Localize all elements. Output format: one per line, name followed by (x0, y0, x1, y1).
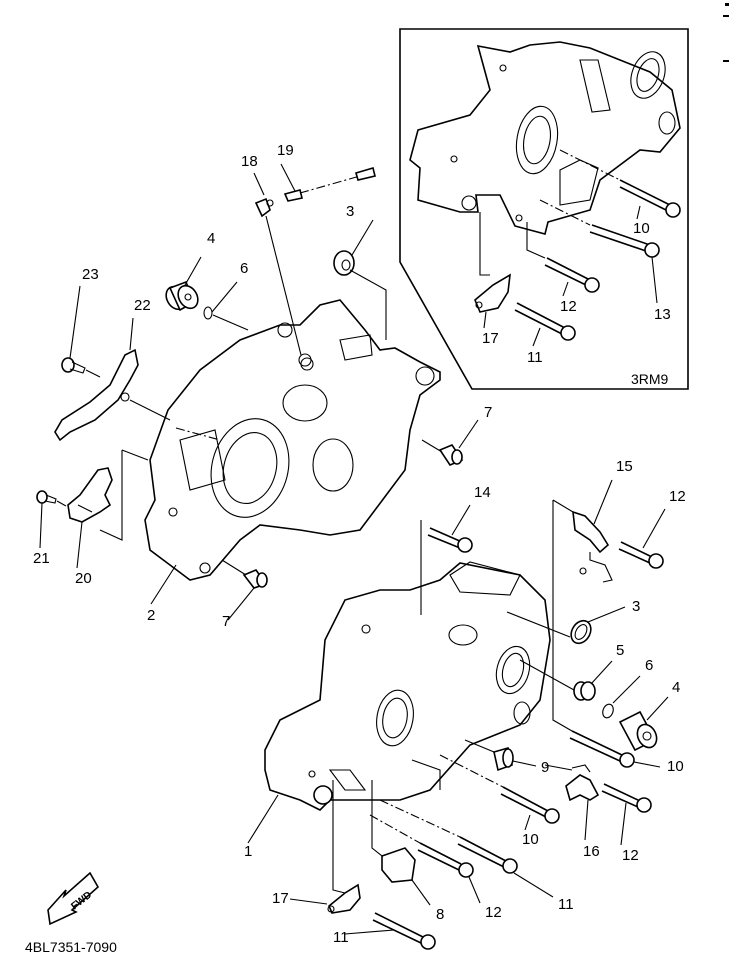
callout-19: 19 (277, 142, 294, 159)
bolt-14 (420, 504, 473, 615)
bearing-4-lower (618, 696, 669, 752)
callout-6: 6 (240, 260, 248, 277)
bearing-4-upper (165, 256, 202, 312)
plate-15 (552, 479, 613, 628)
callout-9: 9 (541, 759, 549, 776)
shift-lever-22 (54, 317, 171, 442)
oil-seal-3-lower (506, 606, 626, 645)
corner-marks (723, 3, 729, 62)
callout-12: 12 (560, 298, 577, 315)
screw-23 (61, 285, 101, 378)
collar-5 (519, 659, 613, 701)
callout-11: 11 (527, 349, 543, 366)
oring-6-upper (203, 281, 249, 331)
callout-17: 17 (272, 890, 289, 907)
callout-10: 10 (667, 758, 684, 775)
crankcase-left-2 (144, 299, 441, 581)
callout-21: 21 (33, 550, 50, 567)
callout-12: 12 (622, 847, 639, 864)
inset-label: 3RM9 (631, 371, 669, 387)
callout-11: 11 (333, 929, 349, 946)
figure-code: 4BL7351-7090 (25, 939, 117, 955)
inset-bolt-12 (526, 222, 600, 297)
dowel-7-upper (421, 419, 479, 466)
pipe-19 (280, 163, 376, 202)
callout-4: 4 (207, 230, 215, 247)
callout-labels: 1233445667789101010111111121212121314151… (33, 142, 686, 946)
inset-bolt-10 (559, 149, 681, 220)
callout-2: 2 (147, 607, 155, 624)
bolt-11-bottom (344, 912, 436, 950)
callout-10: 10 (633, 220, 650, 237)
forward-arrow-icon: FWD (47, 871, 100, 926)
callout-4: 4 (672, 679, 680, 696)
bolt-12-right (601, 783, 652, 846)
bolt-10-lower (439, 754, 560, 831)
callout-13: 13 (654, 306, 671, 323)
callout-17: 17 (482, 330, 499, 347)
dowel-7-lower (221, 559, 268, 621)
shift-fork-20 (67, 449, 149, 569)
bracket-16 (544, 764, 600, 841)
callout-5: 5 (616, 642, 624, 659)
callout-1: 1 (244, 843, 252, 860)
inset-bracket-17 (474, 212, 511, 329)
callout-23: 23 (82, 266, 99, 283)
callout-7: 7 (222, 613, 230, 630)
bolt-10-right (552, 628, 661, 768)
callout-18: 18 (241, 153, 258, 170)
inset-crankcase (409, 41, 681, 235)
callout-11: 11 (558, 896, 574, 913)
inset-3rm9 (399, 28, 689, 390)
callout-6: 6 (645, 657, 653, 674)
inset-bolt-11 (514, 302, 576, 347)
bolt-12-upper-right (618, 508, 666, 569)
callout-3: 3 (632, 598, 640, 615)
nipple-18 (253, 172, 312, 367)
inset-bolt-13 (539, 199, 660, 304)
damper-8 (371, 780, 431, 906)
callout-8: 8 (436, 906, 444, 923)
callout-7: 7 (484, 404, 492, 421)
callout-20: 20 (75, 570, 92, 587)
callout-16: 16 (583, 843, 600, 860)
oring-6-lower (602, 675, 641, 719)
callout-12: 12 (669, 488, 686, 505)
leader-2 (150, 564, 177, 605)
screw-21 (36, 490, 67, 549)
inset-frame (399, 28, 689, 390)
oil-seal-3-upper (333, 219, 387, 340)
damper-9 (464, 739, 537, 772)
crankcase-right-1 (264, 561, 551, 811)
bolt-12-lower (369, 814, 481, 904)
callout-12: 12 (485, 904, 502, 921)
callout-3: 3 (346, 203, 354, 220)
bracket-17-lower (289, 780, 361, 914)
callout-14: 14 (474, 484, 491, 501)
bolt-11-lower (379, 799, 554, 898)
callout-10: 10 (522, 831, 539, 848)
leader-1 (247, 794, 279, 844)
callout-22: 22 (134, 297, 151, 314)
callout-15: 15 (616, 458, 633, 475)
